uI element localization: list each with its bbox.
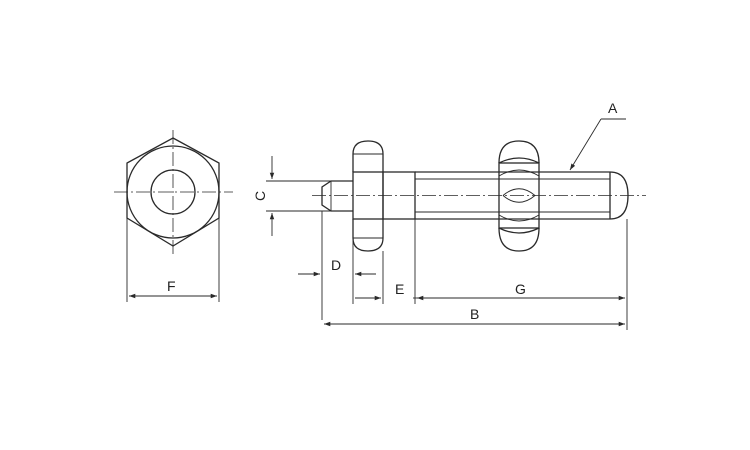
label-c: C xyxy=(252,191,268,201)
dimension-g: G xyxy=(417,219,628,330)
dimension-f: F xyxy=(126,218,220,302)
threaded-shank xyxy=(415,171,629,220)
leader-a: A xyxy=(569,100,626,171)
lock-nut xyxy=(498,140,540,252)
label-f: F xyxy=(167,278,176,294)
bolt-head xyxy=(352,140,384,252)
label-a: A xyxy=(608,100,618,116)
bolt-side-view xyxy=(312,140,646,252)
label-g: G xyxy=(515,281,526,297)
label-e: E xyxy=(395,281,404,297)
hex-end-view xyxy=(114,130,233,255)
pilot-tip xyxy=(321,180,353,212)
dimension-c: C xyxy=(252,156,331,236)
dimension-b: B xyxy=(324,306,625,327)
dimension-d: D xyxy=(298,211,376,320)
dimension-e: E xyxy=(355,219,417,304)
label-b: B xyxy=(470,306,479,322)
label-d: D xyxy=(331,257,341,273)
